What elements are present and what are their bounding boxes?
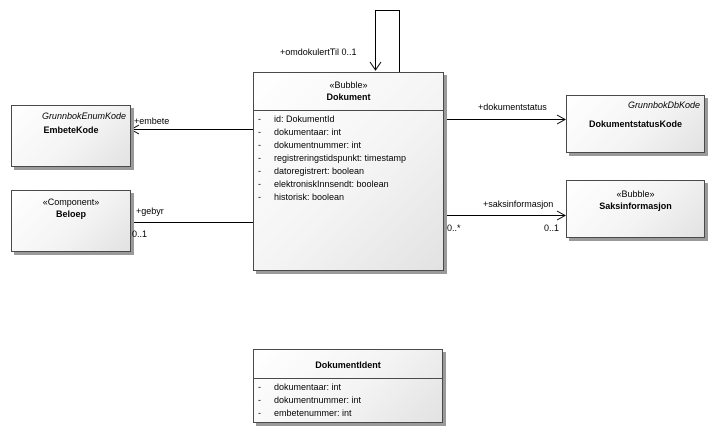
attribute-visibility: - [258, 408, 261, 418]
embetekode-name: EmbeteKode [43, 125, 99, 135]
attribute-text: embetenummer: int [274, 408, 352, 418]
saksinformasjon-arrowhead [556, 210, 567, 221]
attribute-text: datoregistrert: boolean [274, 166, 365, 176]
attribute-visibility: - [258, 127, 261, 137]
attribute-text: id: DokumentId [274, 114, 335, 124]
dokumentstatuskode-name: DokumentstatusKode [588, 119, 682, 129]
attribute-text: dokumentnummer: int [274, 140, 362, 150]
attribute-row: - dokumentaar: int [258, 126, 443, 139]
gebyr-multiplicity: 0..1 [132, 229, 148, 239]
beloep-name: Beloep [55, 209, 86, 219]
class-embetekode[interactable]: GrunnbokEnumKode EmbeteKode [11, 105, 131, 167]
class-beloep[interactable]: «Component» Beloep [11, 190, 131, 252]
attribute-row: - registreringstidspunkt: timestamp [258, 152, 443, 165]
dokumentstatus-role-label: +dokumentstatus [478, 102, 547, 112]
attribute-visibility: - [258, 153, 261, 163]
class-dokumentstatuskode[interactable]: GrunnbokDbKode DokumentstatusKode [566, 95, 705, 153]
dokumentident-attributes: - dokumentaar: int - dokumentnummer: int -… [254, 379, 442, 420]
attribute-row: - embetenummer: int [258, 407, 442, 420]
embete-role-label: +embete [134, 116, 170, 126]
dokument-stereotype: «Bubble» [329, 80, 368, 90]
attribute-row: - dokumentnummer: int [258, 394, 442, 407]
attribute-row: - elektroniskInnsendt: boolean [258, 178, 443, 191]
attribute-row: - historisk: boolean [258, 191, 443, 204]
attribute-visibility: - [258, 192, 261, 202]
attribute-visibility: - [258, 382, 261, 392]
class-dokument[interactable]: «Bubble» Dokument - id: DokumentId - dokum… [253, 72, 444, 271]
saksinformasjon-stereotype: «Bubble» [616, 189, 655, 199]
attribute-text: registreringstidspunkt: timestamp [274, 153, 407, 163]
dokumentstatus-arrowhead [556, 114, 567, 125]
saksinformasjon-source-multiplicity: 0..* [447, 223, 461, 233]
attribute-text: dokumentnummer: int [274, 395, 362, 405]
embete-arrowhead [129, 124, 140, 135]
beloep-stereotype: «Component» [42, 197, 100, 207]
attribute-visibility: - [258, 179, 261, 189]
attribute-row: - id: DokumentId [258, 113, 443, 126]
self-association-role: +omdokulertTil 0..1 [280, 47, 357, 57]
attribute-visibility: - [258, 395, 261, 405]
gebyr-role-label: +gebyr [136, 206, 164, 216]
attribute-text: dokumentaar: int [274, 382, 342, 392]
attribute-row: - dokumentnummer: int [258, 139, 443, 152]
dokument-divider [254, 110, 443, 111]
dokumentstatuskode-stereotype: GrunnbokDbKode [627, 100, 700, 110]
attribute-row: - datoregistrert: boolean [258, 165, 443, 178]
attribute-row: - dokumentaar: int [258, 381, 442, 394]
dokument-attributes: - id: DokumentId - dokumentaar: int - dokum… [254, 111, 443, 204]
self-association-line [375, 10, 400, 72]
attribute-text: historisk: boolean [274, 192, 345, 202]
dokument-name: Dokument [326, 92, 371, 102]
attribute-visibility: - [258, 140, 261, 150]
attribute-visibility: - [258, 114, 261, 124]
class-saksinformasjon[interactable]: «Bubble» Saksinformasjon [566, 180, 705, 238]
dokumentident-name: DokumentIdent [315, 360, 381, 370]
saksinformasjon-target-multiplicity: 0..1 [544, 223, 560, 233]
attribute-text: elektroniskInnsendt: boolean [274, 179, 389, 189]
saksinformasjon-name: Saksinformasjon [599, 201, 672, 211]
attribute-visibility: - [258, 166, 261, 176]
embetekode-stereotype: GrunnbokEnumKode [41, 111, 126, 121]
class-dokumentident[interactable]: DokumentIdent - dokumentaar: int - dokumen… [253, 349, 443, 423]
dokumentident-divider [254, 378, 442, 379]
attribute-text: dokumentaar: int [274, 127, 342, 137]
self-association-arrowhead [369, 61, 382, 71]
saksinformasjon-role-label: +saksinformasjon [483, 199, 554, 209]
